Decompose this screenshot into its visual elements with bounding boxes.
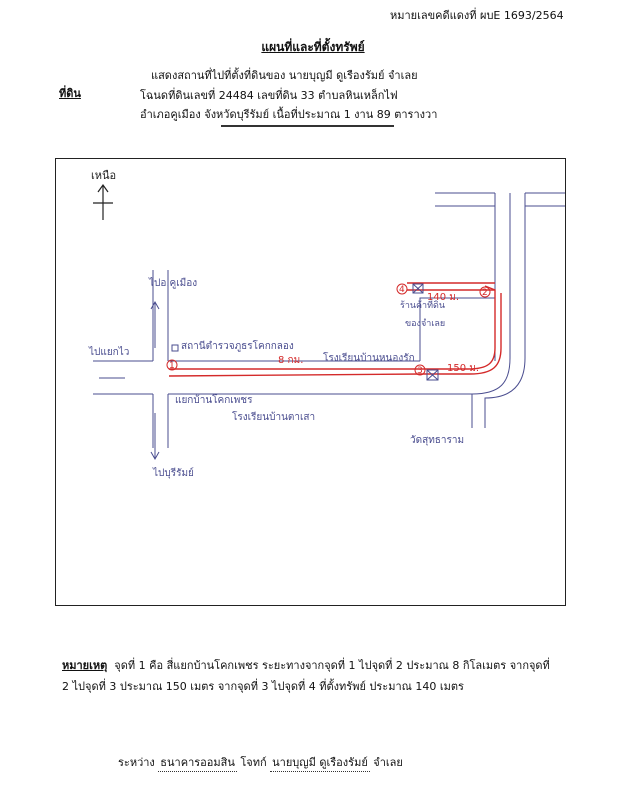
point-markers: 1 3 2 4 — [166, 283, 491, 376]
point-2-label: 2 — [482, 288, 488, 298]
footer-plaintiff-role: โจทก์ — [240, 756, 267, 769]
intro-line-1: แสดงสถานที่ไปที่ตั้งที่ดินของ นายบุญมี ด… — [151, 69, 418, 82]
footer-plaintiff: ธนาคารออมสิน — [158, 753, 237, 772]
point-4-label: 4 — [399, 285, 405, 295]
footer-defendant: นายบุญมี ดูเรืองรัมย์ — [270, 753, 370, 772]
to-district-label: ไปอ.คูเมือง — [148, 277, 197, 289]
junction-label: แยกบ้านโคกเพชร — [175, 393, 253, 406]
footer-parties: ระหว่าง ธนาคารออมสิน โจทก์ นายบุญมี ดูเร… — [118, 753, 403, 772]
remarks-text-1: จุดที่ 1 คือ สี่แยกบ้านโคกเพชร ระยะทางจา… — [114, 659, 550, 672]
land-label: ที่ดิน — [59, 87, 81, 100]
document-title: แผนที่และที่ตั้งทรัพย์ — [261, 40, 365, 54]
distance-1-label: 8 กม. — [278, 355, 303, 366]
remarks-heading: หมายเหตุ — [62, 659, 108, 672]
case-number: หมายเลขคดีแดงที่ ผบE 1693/2564 — [390, 9, 564, 22]
remarks-block: หมายเหตุ จุดที่ 1 คือ สี่แยกบ้านโคกเพชร … — [62, 655, 562, 697]
to-buriram-label: ไปบุรีรัมย์ — [152, 467, 194, 479]
map-frame — [55, 158, 566, 606]
police-station-label: สถานีตำรวจภูธรโคกกลอง — [181, 339, 294, 352]
footer-between: ระหว่าง — [118, 756, 155, 769]
school-box-icon — [426, 369, 439, 381]
roads — [93, 192, 565, 448]
distance-2-label: 150 ม. — [447, 363, 479, 374]
point-1-label: 1 — [169, 361, 175, 371]
remarks-line-1: หมายเหตุ จุดที่ 1 คือ สี่แยกบ้านโคกเพชร … — [62, 655, 562, 676]
location-map: เหนือ — [88, 169, 565, 479]
point-3-label: 3 — [417, 366, 423, 376]
distance-4-label: 140 ม. — [427, 292, 459, 303]
school-bottom-label: โรงเรียนบ้านตาเสา — [232, 410, 315, 423]
intro-line-2: โฉนดที่ดินเลขที่ 24484 เลขที่ดิน 33 ตำบล… — [140, 89, 398, 102]
title-divider — [221, 125, 394, 127]
to-left-label: ไปแยกไว — [88, 346, 129, 358]
property-box-icon — [412, 283, 424, 294]
temple-label: วัดสุทธาราม — [410, 435, 464, 446]
remarks-line-2: 2 ไปจุดที่ 3 ประมาณ 150 เมตร จากจุดที่ 3… — [62, 680, 464, 693]
house-owner-label: ของจำเลย — [405, 318, 445, 329]
intro-line-3: อำเภอคูเมือง จังหวัดบุรีรัมย์ เนื้อที่ปร… — [140, 108, 438, 121]
footer-defendant-role: จำเลย — [373, 756, 403, 769]
police-box-icon — [171, 344, 179, 352]
north-arrow-icon — [93, 183, 113, 220]
school-top-label: โรงเรียนบ้านหนองรัก — [323, 351, 415, 364]
north-label: เหนือ — [91, 169, 116, 182]
house-label: ร้านค้าที่ดิน — [400, 298, 445, 311]
